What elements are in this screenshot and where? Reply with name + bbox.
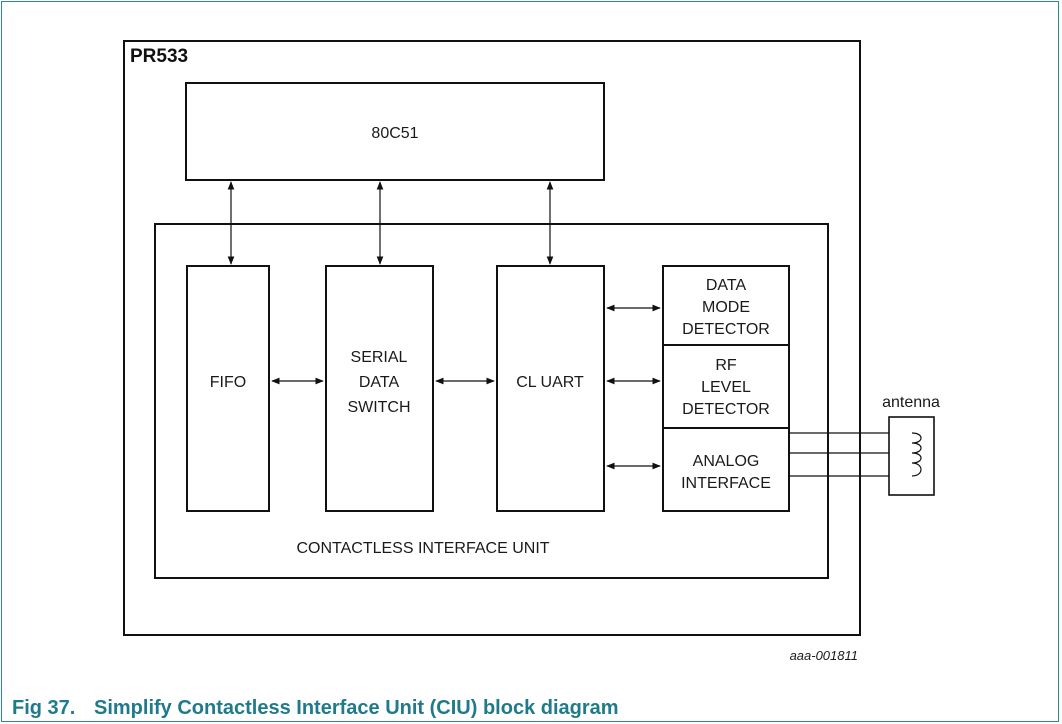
rf-level-detector-label-1: RF [715, 357, 737, 374]
rf-level-detector-label-2: LEVEL [701, 379, 751, 396]
chip-title: PR533 [130, 46, 188, 67]
figure-ref-id: aaa-001811 [790, 648, 858, 663]
cl-uart-label: CL UART [516, 374, 584, 391]
serial-data-switch-box [325, 265, 434, 512]
antenna-coil-icon [911, 432, 922, 477]
serial-data-switch-label-1: SERIAL [351, 349, 408, 366]
rf-level-detector-label-3: DETECTOR [682, 401, 770, 418]
data-mode-detector-label-1: DATA [706, 277, 747, 294]
data-mode-detector-label-2: MODE [702, 299, 750, 316]
serial-data-switch-label-2: DATA [359, 374, 400, 391]
analog-interface-label-2: INTERFACE [681, 475, 771, 492]
cpu-80c51-label: 80C51 [371, 125, 418, 142]
cpu-80c51-box [185, 82, 605, 181]
ciu-label: CONTACTLESS INTERFACE UNIT [296, 540, 549, 557]
fifo-label: FIFO [210, 374, 246, 391]
detector-stack-box [662, 265, 790, 512]
analog-interface-label-1: ANALOG [693, 453, 760, 470]
figure-caption-text: Simplify Contactless Interface Unit (CIU… [94, 697, 619, 719]
serial-data-switch-label-3: SWITCH [347, 399, 410, 416]
figure-caption-number: Fig 37. [12, 697, 75, 719]
antenna-label: antenna [882, 394, 940, 411]
fifo-box [186, 265, 270, 512]
cl-uart-box [496, 265, 605, 512]
data-mode-detector-label-3: DETECTOR [682, 321, 770, 338]
antenna-box [888, 416, 935, 496]
